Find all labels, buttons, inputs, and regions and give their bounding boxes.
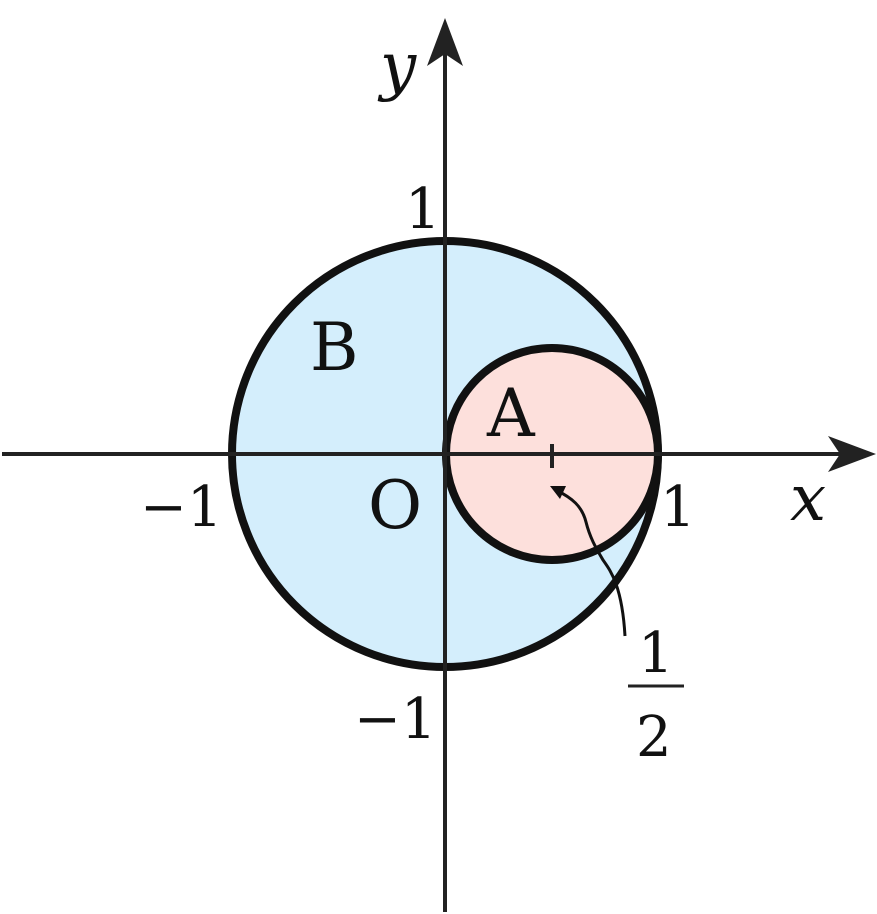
x-tick-neg: −1: [140, 475, 223, 540]
y-axis-label: y: [377, 30, 417, 104]
disk-a-label: A: [486, 375, 536, 452]
fraction-numerator: 1: [638, 621, 674, 686]
pointer-arrow: [555, 488, 627, 637]
y-tick-pos: 1: [405, 177, 441, 242]
origin-label: O: [368, 467, 422, 544]
x-axis-arrowhead: [828, 436, 876, 472]
y-axis-arrowhead: [427, 18, 463, 66]
x-axis-label: x: [790, 462, 826, 536]
y-tick-neg: −1: [354, 687, 437, 752]
pointer-arrowhead: [550, 486, 566, 499]
disk-b-label: B: [310, 309, 359, 386]
fraction-denominator: 2: [636, 705, 672, 770]
x-tick-pos: 1: [660, 475, 696, 540]
